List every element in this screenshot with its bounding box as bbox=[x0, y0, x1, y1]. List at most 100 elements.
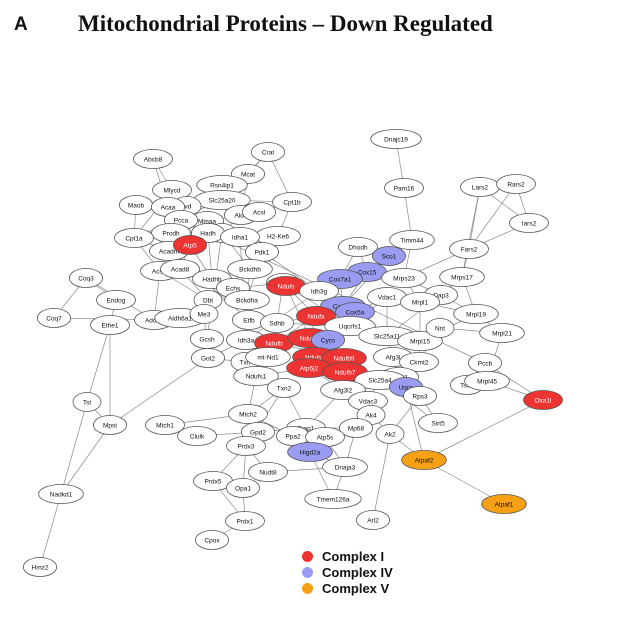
node-shape-tmem126a bbox=[304, 489, 362, 509]
node-label-me3: Me3 bbox=[198, 311, 211, 318]
node-crat: Crat bbox=[250, 142, 285, 162]
edge-rars2-fars2 bbox=[468, 183, 517, 250]
node-label-mlycd: Mlycd bbox=[164, 187, 181, 194]
node-shape-mtch1 bbox=[145, 415, 185, 435]
node-label-ppa2: Ppa2 bbox=[285, 433, 301, 440]
node-shape-crat bbox=[250, 142, 285, 162]
node-ndufs1: Ndufs1 bbox=[233, 366, 279, 386]
node-mrpl15: Mrpl15 bbox=[397, 331, 443, 351]
node-label-uqcrfs1: Uqcrfs1 bbox=[339, 323, 362, 330]
node-label-abcb8: Abcb8 bbox=[144, 156, 163, 163]
node-label-ivd: Ivd bbox=[183, 203, 192, 210]
node-label-pcca: Pcca bbox=[174, 217, 189, 224]
node-label-ak2: Ak2 bbox=[384, 431, 396, 438]
node-hmz2: Hmz2 bbox=[22, 557, 58, 577]
node-opa1: Opa1 bbox=[225, 478, 260, 498]
node-label-acaa: Acaa bbox=[161, 204, 176, 211]
node-label-atp5s: Atp5s bbox=[317, 434, 334, 441]
node-label-mtch1: Mtch1 bbox=[156, 422, 174, 429]
node-label-sdhb: Sdhb bbox=[269, 320, 285, 327]
node-label-prodh: Prodh bbox=[162, 230, 180, 237]
node-txn2: Txn2 bbox=[266, 378, 301, 398]
node-label-timm44: Timm44 bbox=[400, 237, 424, 244]
node-shape-hmz2 bbox=[22, 557, 58, 577]
node-label-txn2: Txn2 bbox=[277, 385, 292, 392]
node-label-dnaja3: Dnaja3 bbox=[335, 464, 356, 471]
node-label-acsl: Acsl bbox=[253, 209, 266, 216]
node-label-ndufa: Ndufa bbox=[307, 313, 325, 320]
node-label-arl2: Arl2 bbox=[367, 517, 379, 524]
node-endog: Endog bbox=[96, 290, 136, 310]
node-shape-rars2 bbox=[496, 174, 536, 194]
node-shape-acsl bbox=[241, 202, 276, 222]
node-tmem126a: Tmem126a bbox=[304, 489, 362, 509]
node-label-mtch2: Mtch2 bbox=[239, 411, 257, 418]
node-shape-pam16 bbox=[384, 178, 424, 198]
node-shape-arl2 bbox=[355, 510, 390, 530]
node-pam16: Pam16 bbox=[384, 178, 424, 198]
node-shape-mp68 bbox=[338, 418, 373, 438]
edge-ak2-arl2 bbox=[372, 433, 391, 521]
node-label-aldh: Aldh bbox=[234, 212, 247, 219]
node-label-cpox: Cpox bbox=[204, 537, 220, 544]
node-nadkd1: Nadkd1 bbox=[38, 484, 84, 504]
node-gcsh: Gcsh bbox=[189, 329, 224, 349]
node-atpaf2: Atpaf2 bbox=[401, 450, 447, 470]
node-pccb: Pccb bbox=[467, 353, 502, 373]
node-label-cox5a: Cox5a bbox=[346, 309, 365, 316]
node-label-acad8: Acad8 bbox=[171, 266, 190, 273]
node-mp68: Mp68 bbox=[338, 418, 373, 438]
edge-nadkd1-hmz2 bbox=[39, 493, 62, 568]
node-label-nudt8: Nudt8 bbox=[259, 469, 277, 476]
node-rars2: Rars2 bbox=[496, 174, 536, 194]
node-label-hadh: Hadh bbox=[200, 230, 216, 237]
node-shape-clulk bbox=[177, 426, 217, 446]
node-label-etfb: Etfb bbox=[243, 317, 255, 324]
legend-item-complex-i: Complex I bbox=[302, 548, 393, 564]
node-shape-mtch2 bbox=[228, 404, 268, 424]
node-shape-mt-nd1 bbox=[245, 347, 291, 367]
node-label-clulk: Clulk bbox=[190, 433, 205, 440]
node-label-slc25a11: Slc25a11 bbox=[374, 333, 401, 340]
node-shape-oxa1l bbox=[523, 390, 563, 410]
edge-ethe1-tst bbox=[86, 324, 111, 403]
node-shape-dnajc19 bbox=[370, 129, 422, 149]
node-shape-bckdhb bbox=[227, 259, 273, 279]
edge-mpst-got2 bbox=[109, 357, 209, 426]
node-label-ndufs: Ndufs bbox=[278, 283, 296, 290]
node-label-prdx5: Prdx5 bbox=[205, 478, 222, 485]
node-shape-ndufs1 bbox=[233, 366, 279, 386]
node-label-aldh6a1: Aldh6a1 bbox=[168, 315, 192, 322]
node-shape-ndufa bbox=[296, 306, 336, 326]
node-label-atpaf2: Atpaf2 bbox=[415, 457, 434, 464]
node-label-acsf3: Acsf3 bbox=[152, 268, 169, 275]
node-label-sco1: Sco1 bbox=[382, 253, 397, 260]
node-label-mmaa: Mmaa bbox=[198, 218, 216, 225]
node-bckdha: Bckdha bbox=[224, 290, 270, 310]
node-label-txn: Txn bbox=[240, 359, 251, 366]
node-lars2: Lars2 bbox=[460, 177, 500, 197]
node-label-dap3: Dap3 bbox=[433, 292, 449, 299]
node-label-mrpl1: Mrpl1 bbox=[412, 299, 429, 306]
node-label-h2-ke6: H2-Ke6 bbox=[267, 233, 289, 240]
node-got2: Got2 bbox=[190, 348, 225, 368]
node-shape-got2 bbox=[190, 348, 225, 368]
node-shape-nadkd1 bbox=[38, 484, 84, 504]
node-label-atp5j2: Atp5j2 bbox=[300, 365, 319, 372]
node-shape-me3 bbox=[189, 304, 219, 324]
node-label-trap1: Trap1 bbox=[298, 425, 315, 432]
node-label-rsn4ip1: Rsn4ip1 bbox=[210, 182, 234, 189]
node-label-echs: Echs bbox=[226, 285, 241, 292]
node-mtch2: Mtch2 bbox=[228, 404, 268, 424]
node-slc25a20: Slc25a20 bbox=[193, 190, 251, 210]
node-dhodh: Dhodh bbox=[338, 237, 378, 257]
node-mrpl21: Mrpl21 bbox=[479, 323, 525, 343]
node-shape-mpst bbox=[93, 415, 128, 435]
node-label-mrpl19: Mrpl19 bbox=[466, 311, 486, 318]
node-label-mt-nd1: mt-Nd1 bbox=[257, 354, 279, 361]
node-shape-atpaf2 bbox=[401, 450, 447, 470]
node-mrpl1: Mrpl1 bbox=[400, 292, 440, 312]
node-label-cox15: Cox15 bbox=[358, 269, 377, 276]
node-mrpl19: Mrpl19 bbox=[453, 304, 499, 324]
node-label-slc25a4: Slc25a4 bbox=[368, 377, 392, 384]
